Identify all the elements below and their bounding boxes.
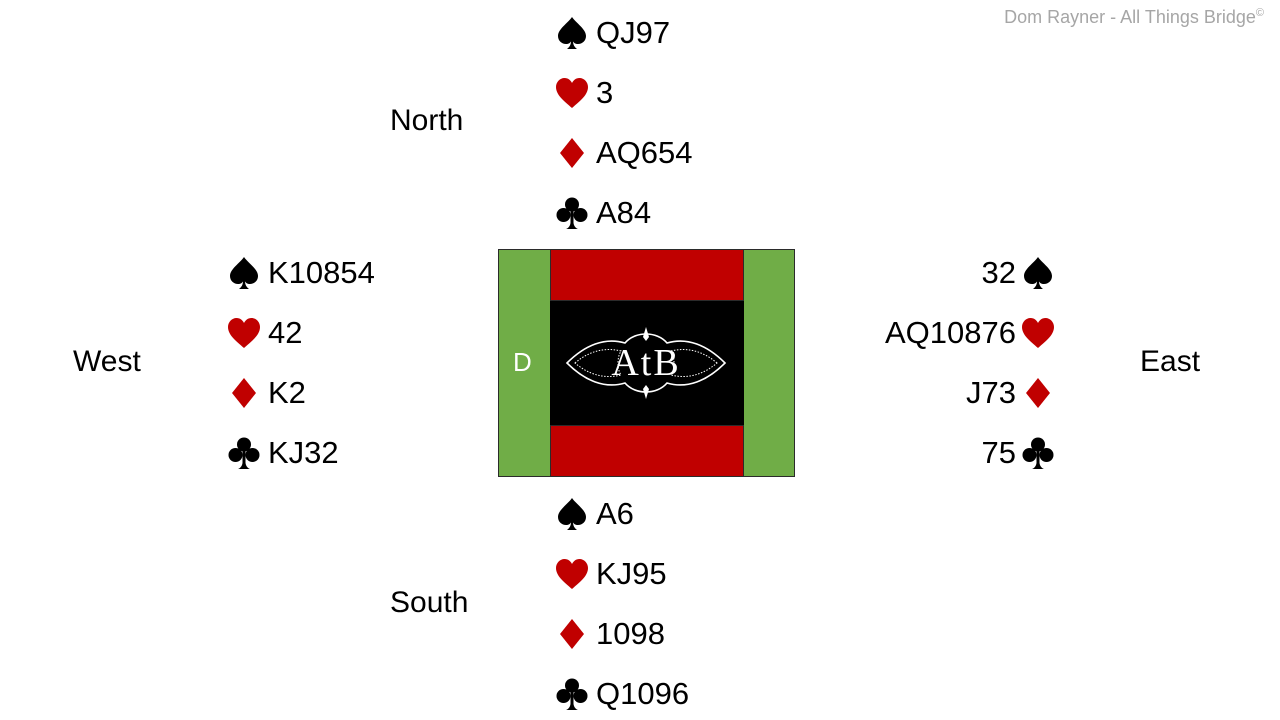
heart-icon [1020, 315, 1056, 351]
bridge-table: AtB D [498, 249, 795, 477]
heart-icon [554, 556, 590, 592]
west-clubs-row: KJ32 [226, 433, 339, 473]
diamond-icon [226, 375, 262, 411]
north-clubs-row: A84 [554, 193, 651, 233]
west-spades-cards: K10854 [268, 255, 375, 290]
south-clubs-row: Q1096 [554, 674, 689, 714]
south-hearts-row: KJ95 [554, 554, 667, 594]
copyright-mark: © [1255, 7, 1264, 19]
west-spades-row: K10854 [226, 253, 375, 293]
west-hearts-cards: 42 [268, 315, 303, 350]
east-hearts-cards: AQ10876 [885, 315, 1016, 350]
diamond-icon [1020, 375, 1056, 411]
north-spades-cards: QJ97 [596, 15, 671, 50]
south-spades-cards: A6 [596, 496, 634, 531]
table-center: AtB [550, 301, 744, 425]
north-label: North [390, 104, 464, 137]
spade-icon [1020, 255, 1056, 291]
diamond-icon [554, 135, 590, 171]
club-icon [1020, 435, 1056, 471]
north-hearts-row: 3 [554, 73, 613, 113]
club-icon [554, 676, 590, 712]
table-north-edge [550, 250, 744, 301]
south-diamonds-row: 1098 [554, 614, 665, 654]
west-label: West [73, 345, 141, 378]
club-icon [554, 195, 590, 231]
spade-icon [554, 496, 590, 532]
east-diamonds-row: J73 [966, 373, 1056, 413]
copyright-label: Dom Rayner - All Things Bridge [1004, 7, 1256, 27]
table-south-edge [550, 425, 744, 476]
west-clubs-cards: KJ32 [268, 435, 339, 470]
west-hearts-row: 42 [226, 313, 302, 353]
heart-icon [554, 75, 590, 111]
south-label: South [390, 586, 469, 619]
north-hearts-cards: 3 [596, 75, 614, 110]
south-spades-row: A6 [554, 494, 634, 534]
north-diamonds-row: AQ654 [554, 133, 693, 173]
north-diamonds-cards: AQ654 [596, 135, 693, 170]
east-clubs-row: 75 [982, 433, 1056, 473]
south-hearts-cards: KJ95 [596, 556, 667, 591]
spade-icon [226, 255, 262, 291]
dealer-marker: D [513, 347, 532, 377]
west-diamonds-row: K2 [226, 373, 306, 413]
spade-icon [554, 15, 590, 51]
east-hearts-row: AQ10876 [885, 313, 1056, 353]
north-clubs-cards: A84 [596, 195, 652, 230]
east-spades-cards: 32 [981, 255, 1016, 290]
south-clubs-cards: Q1096 [596, 676, 690, 711]
logo-text: AtB [611, 342, 681, 384]
heart-icon [226, 315, 262, 351]
club-icon [226, 435, 262, 471]
south-diamonds-cards: 1098 [596, 616, 665, 651]
east-diamonds-cards: J73 [966, 375, 1016, 410]
east-spades-row: 32 [982, 253, 1056, 293]
east-label: East [1140, 345, 1201, 378]
east-clubs-cards: 75 [981, 435, 1016, 470]
diamond-icon [554, 616, 590, 652]
copyright-text: Dom Rayner - All Things Bridge© [1004, 7, 1264, 28]
north-spades-row: QJ97 [554, 13, 670, 53]
atb-logo [565, 327, 727, 399]
west-diamonds-cards: K2 [268, 375, 306, 410]
